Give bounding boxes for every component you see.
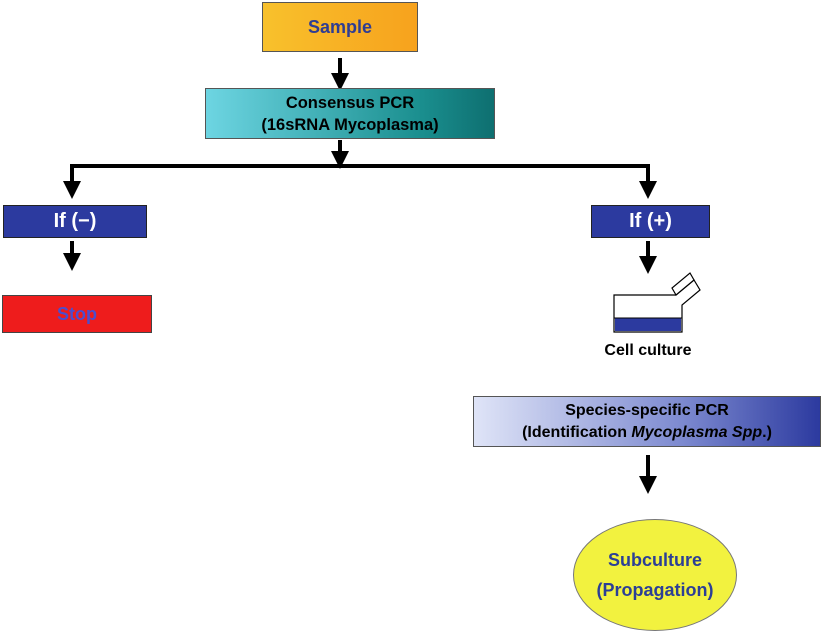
if-positive-label: If (+) — [629, 210, 672, 232]
if-positive-node: If (+) — [591, 205, 710, 238]
species-pcr-label: Species-specific PCR — [565, 401, 729, 419]
species-pcr-sublabel: (Identification Mycoplasma Spp.) — [522, 422, 772, 444]
subculture-label: Subculture — [607, 550, 702, 570]
consensus-pcr-node: Consensus PCR (16sRNA Mycoplasma) — [205, 88, 495, 139]
sample-node: Sample — [262, 2, 418, 52]
consensus-pcr-label: Consensus PCR — [285, 93, 415, 112]
species-pcr-sublabel-prefix: (Identification — [522, 423, 632, 441]
species-pcr-sublabel-suffix: .) — [762, 423, 772, 441]
if-negative-node: If (−) — [3, 205, 147, 238]
stop-node: Stop — [2, 295, 152, 333]
species-pcr-sublabel-genus: Mycoplasma Spp — [631, 423, 763, 441]
stop-label: Stop — [57, 303, 97, 324]
consensus-pcr-sublabel: (16sRNA Mycoplasma) — [261, 115, 439, 134]
if-negative-label: If (−) — [53, 210, 97, 232]
culture-flask-icon — [613, 272, 701, 333]
subculture-node: Subculture (Propagation) — [573, 519, 737, 631]
sample-label: Sample — [307, 16, 373, 37]
species-specific-pcr-node: Species-specific PCR (Identification Myc… — [473, 396, 821, 447]
cell-culture-label: Cell culture — [604, 342, 692, 359]
subculture-sublabel: (Propagation) — [596, 580, 714, 600]
